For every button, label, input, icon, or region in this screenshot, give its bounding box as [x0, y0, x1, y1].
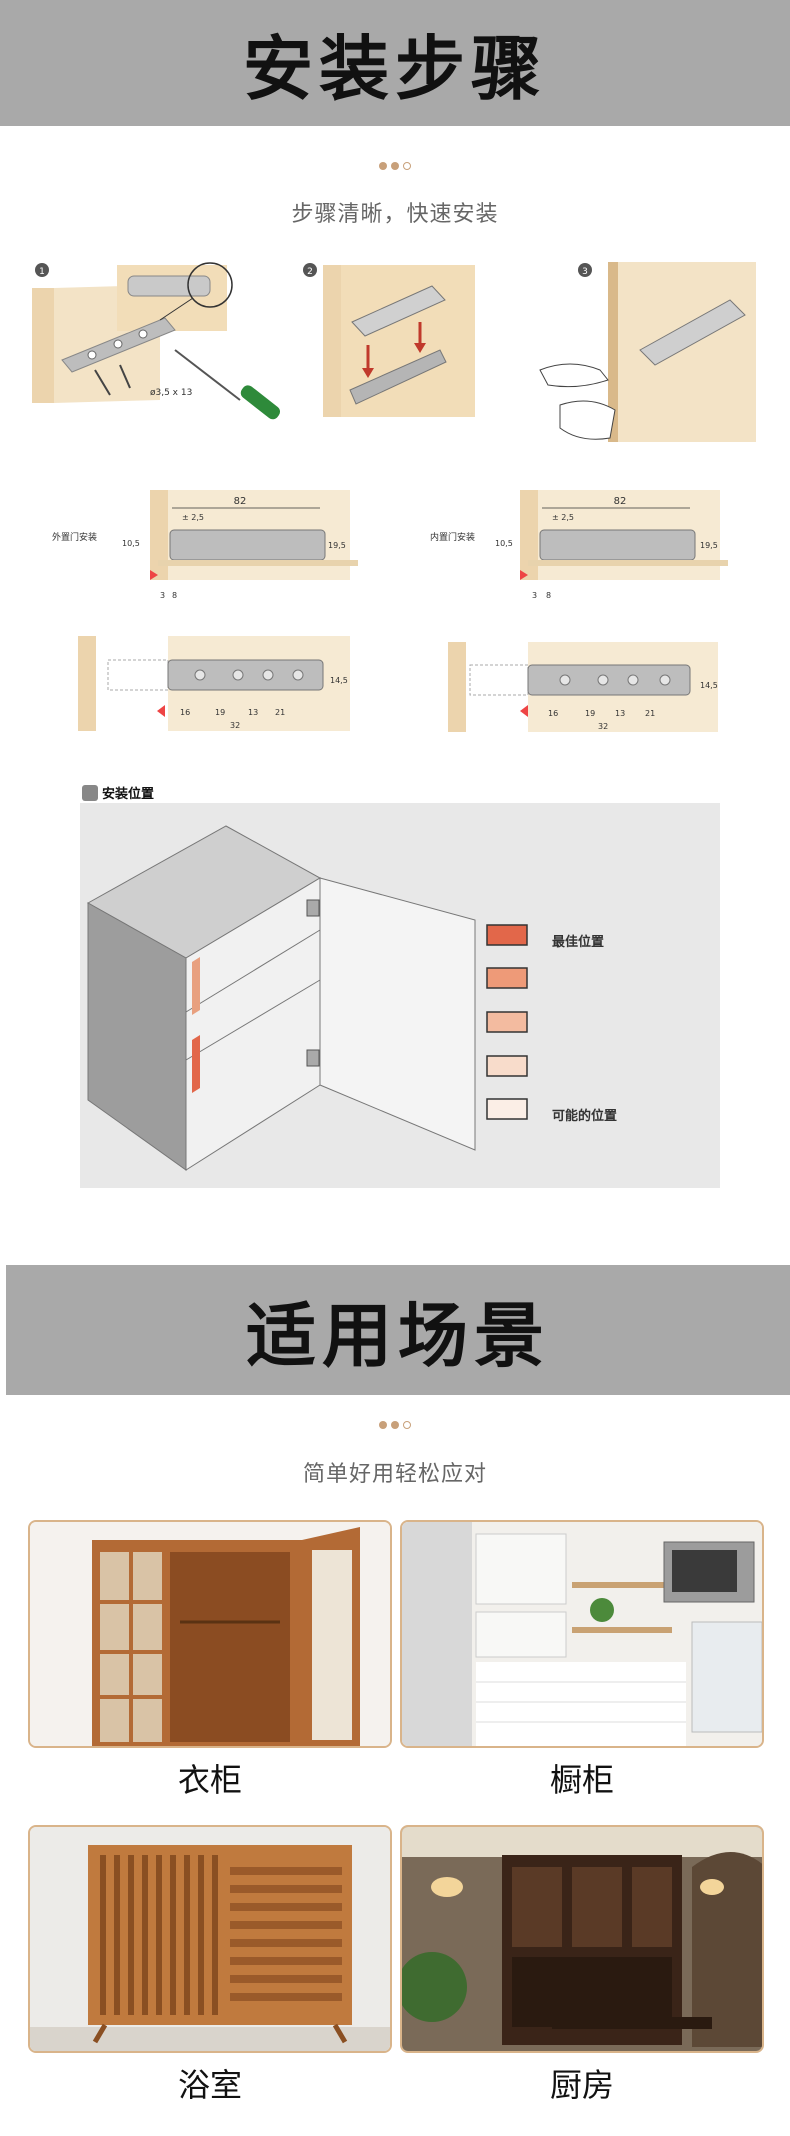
- hole-1-2: 16: [548, 709, 558, 718]
- sideboard-photo-icon: [30, 1827, 390, 2051]
- step-3-number: 3: [582, 267, 588, 277]
- hole-4: 21: [275, 708, 285, 717]
- section-dots: [0, 162, 790, 170]
- scene-card-kitchen[interactable]: [400, 1520, 764, 1748]
- scene-label-bathroom: 浴室: [177, 2066, 242, 2104]
- dim-gap-b: 8: [172, 591, 177, 600]
- inside-mount-label: 内置门安装: [430, 531, 475, 543]
- scene-card-wardrobe[interactable]: [28, 1520, 392, 1748]
- outside-mount-diagram: 外置门安装 82 ± 2,5 19,5 10,5 3 8: [52, 490, 358, 600]
- legend-best-label: 最佳位置: [552, 934, 604, 950]
- dim-offset: 10,5: [122, 539, 140, 548]
- position-panel-title: 安装位置: [102, 786, 154, 802]
- scenes-subtitle: 简单好用轻松应对: [302, 1462, 487, 1487]
- dim-gap-a-2: 3: [532, 591, 537, 600]
- scene-label-kitchen-room: 厨房: [549, 2066, 614, 2104]
- scene-label-wardrobe: 衣柜: [177, 1761, 242, 1799]
- dim-offset-2: 10,5: [495, 539, 513, 548]
- dim-height: 19,5: [328, 541, 346, 550]
- scene-card-bathroom[interactable]: [28, 1825, 392, 2053]
- install-steps-title: 安装步骤: [243, 27, 547, 110]
- scenes-title: 适用场景: [246, 1294, 550, 1377]
- hole-2: 19: [215, 708, 225, 717]
- dim-gap-b-2: 8: [546, 591, 551, 600]
- hole-diagram-left: 14,5 16 19 13 21 32: [78, 636, 350, 731]
- hole-3-2: 13: [615, 709, 625, 718]
- screw-size-label: ø3,5 x 13: [150, 388, 192, 398]
- legend-swatch-4: [486, 1055, 528, 1077]
- step-1-number: 1: [39, 267, 45, 277]
- install-diagram: 1 ø3,5 x 13 2 3: [32, 262, 756, 1188]
- dim-height-2: 19,5: [700, 541, 718, 550]
- hole-diagram-right: 14,5 16 19 13 21 32: [448, 642, 718, 732]
- step-3-illustration: 3: [539, 262, 756, 442]
- hole-4-2: 21: [645, 709, 655, 718]
- body-height: 14,5: [330, 676, 348, 685]
- wardrobe-photo-icon: [30, 1522, 390, 1746]
- install-steps-banner: 安装步骤: [0, 0, 790, 126]
- step-2-number: 2: [307, 267, 313, 277]
- dining-room-photo-icon: [402, 1827, 762, 2051]
- inside-mount-diagram: 内置门安装 82 ± 2,5 19,5 10,5 3 8: [430, 490, 728, 600]
- legend-swatch-5: [486, 1098, 528, 1120]
- hole-span-2: 32: [598, 722, 608, 731]
- dim-tolerance-2: ± 2,5: [552, 513, 574, 522]
- scene-label-kitchen: 橱柜: [549, 1761, 614, 1799]
- dim-tolerance: ± 2,5: [182, 513, 204, 522]
- legend-swatch-1: [486, 924, 528, 946]
- kitchen-photo-icon: [402, 1522, 762, 1746]
- outside-mount-label: 外置门安装: [52, 531, 97, 543]
- hole-3: 13: [248, 708, 258, 717]
- dim-length: 82: [234, 496, 247, 507]
- hole-2-2: 19: [585, 709, 595, 718]
- dim-gap-a: 3: [160, 591, 165, 600]
- step-1-illustration: 1 ø3,5 x 13: [32, 262, 281, 420]
- install-steps-subtitle: 步骤清晰，快速安装: [291, 202, 499, 227]
- legend-swatch-2: [486, 967, 528, 989]
- position-panel: 安装位置 最佳位置 可能的位置: [80, 783, 720, 1188]
- hole-span: 32: [230, 721, 240, 730]
- scenes-banner: 适用场景: [0, 1265, 790, 1395]
- scene-card-kitchen-room[interactable]: [400, 1825, 764, 2053]
- scenes-dots: [0, 1421, 790, 1429]
- body-height-2: 14,5: [700, 681, 718, 690]
- step-2-illustration: 2: [303, 263, 475, 417]
- legend-possible-label: 可能的位置: [552, 1108, 617, 1124]
- legend-swatch-3: [486, 1011, 528, 1033]
- dim-length-2: 82: [614, 496, 627, 507]
- hole-1: 16: [180, 708, 190, 717]
